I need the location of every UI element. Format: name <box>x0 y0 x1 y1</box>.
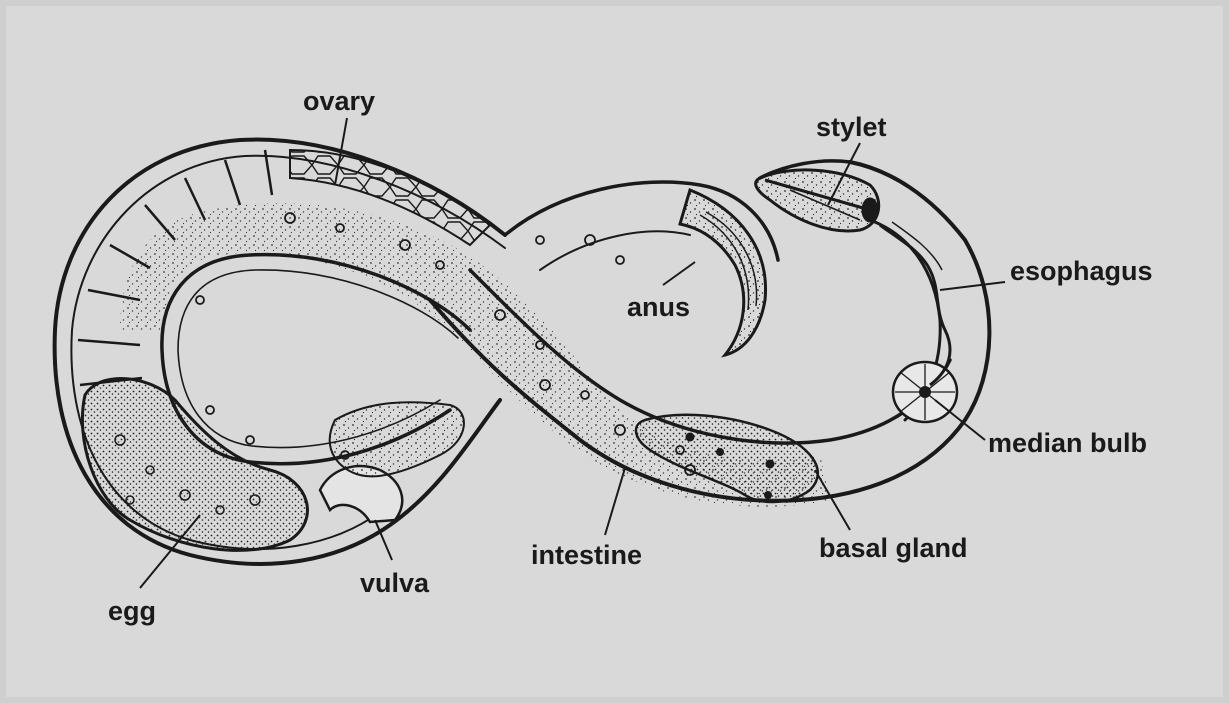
label-vulva: vulva <box>360 570 429 597</box>
label-median-bulb: median bulb <box>988 430 1147 457</box>
label-ovary: ovary <box>303 88 375 115</box>
label-intestine: intestine <box>531 542 642 569</box>
label-stylet: stylet <box>816 114 887 141</box>
median-bulb-shape <box>893 362 957 422</box>
label-basal-gland: basal gland <box>819 535 968 562</box>
label-esophagus: esophagus <box>1010 258 1153 285</box>
label-egg: egg <box>108 598 156 625</box>
label-anus: anus <box>627 294 690 321</box>
